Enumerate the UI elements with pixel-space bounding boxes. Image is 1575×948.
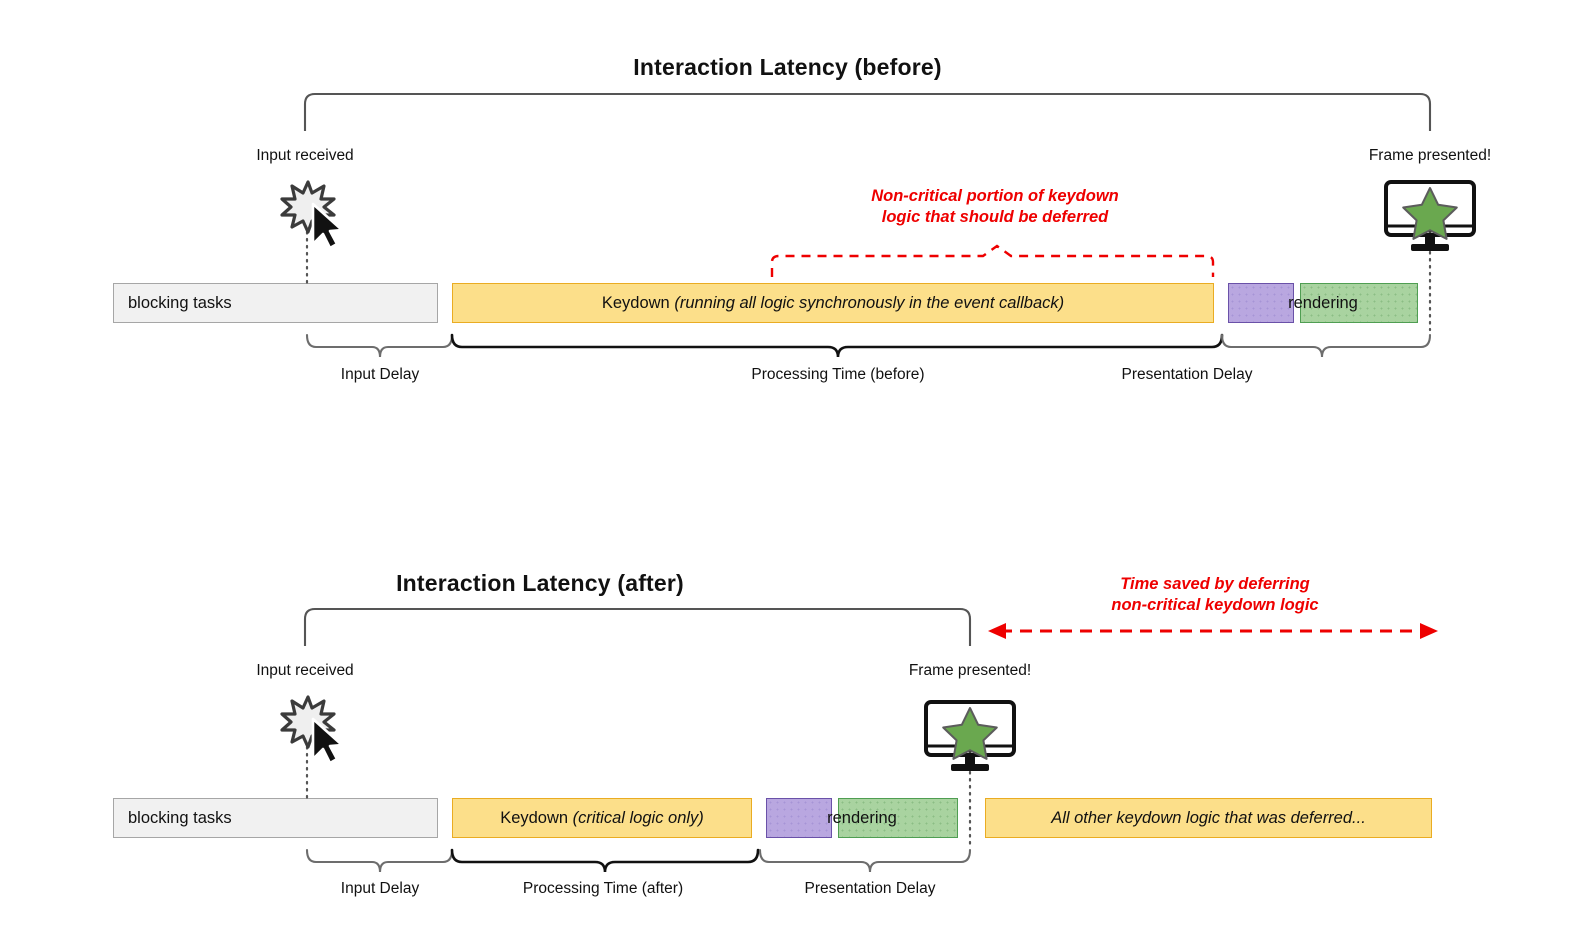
monitor-neck (1425, 237, 1435, 245)
before-bar-keydown-label-italic: (running all logic synchronously in the … (674, 293, 1065, 312)
before-frame-presented-label: Frame presented! (1368, 147, 1492, 164)
after-red-annotation-line1: Time saved by deferring (1120, 575, 1310, 593)
after-phase-presentation-delay-label: Presentation Delay (804, 880, 936, 897)
after-bar-rendering[interactable] (838, 798, 958, 838)
before-section-title: Interaction Latency (before) (633, 54, 942, 80)
before-noncritical-bracket (770, 244, 1215, 277)
monitor-led (967, 748, 973, 753)
before-bar-pre-render[interactable] (1228, 283, 1294, 323)
before-input-received-label: Input received (256, 147, 354, 164)
monitor-frame-icon (1384, 180, 1476, 251)
monitor-screen (924, 700, 1016, 757)
after-bar-blocking-tasks-label: blocking tasks (128, 808, 232, 827)
after-bar-blocking-tasks[interactable]: blocking tasks (113, 798, 438, 838)
before-brace-input-delay (305, 333, 454, 358)
after-bar-deferred[interactable]: All other keydown logic that was deferre… (985, 798, 1432, 838)
before-bar-keydown-label-main: Keydown (601, 293, 675, 312)
burst-shape (280, 180, 336, 234)
before-bar-blocking-tasks-label: blocking tasks (128, 293, 232, 312)
before-brace-presentation-delay (1220, 333, 1432, 358)
burst-shape (280, 695, 336, 749)
after-brace-presentation-delay (758, 848, 972, 873)
monitor-screen (1384, 180, 1476, 237)
after-input-received-label: Input received (256, 662, 354, 679)
after-red-annotation: Time saved by deferring non-critical key… (1000, 574, 1430, 616)
before-red-annotation-line2: logic that should be deferred (881, 208, 1109, 227)
after-time-saved-arrowhead-right (1420, 623, 1438, 639)
after-bar-keydown-label-italic: (critical logic only) (572, 808, 704, 827)
before-bar-keydown-label: Keydown (running all logic synchronously… (453, 294, 1213, 313)
star-icon (942, 707, 998, 760)
after-brace-input-delay (305, 848, 454, 873)
after-bar-pre-render[interactable] (766, 798, 832, 838)
after-red-annotation-line2: non-critical keydown logic (1111, 596, 1319, 615)
monitor-neck (965, 757, 975, 765)
before-overall-brace (303, 92, 1432, 131)
cursor-burst-icon (280, 695, 344, 765)
mouse-pointer-shape (311, 717, 344, 765)
after-frame-presented-label: Frame presented! (908, 662, 1032, 679)
before-bar-keydown[interactable]: Keydown (running all logic synchronously… (452, 283, 1214, 323)
monitor-base (1411, 244, 1449, 251)
after-phase-input-delay-label: Input Delay (340, 880, 420, 897)
after-bar-deferred-label: All other keydown logic that was deferre… (986, 809, 1431, 828)
cursor-burst-icon (280, 180, 344, 250)
after-time-saved-arrowhead-left (988, 623, 1006, 639)
before-bar-blocking-tasks[interactable]: blocking tasks (113, 283, 438, 323)
monitor-base (951, 764, 989, 771)
monitor-frame-icon (924, 700, 1016, 771)
after-bar-keydown[interactable]: Keydown (critical logic only) (452, 798, 752, 838)
monitor-led (1427, 228, 1433, 233)
after-phase-processing-time-label: Processing Time (after) (522, 880, 684, 897)
after-brace-processing-time (450, 848, 760, 873)
after-overall-brace (303, 607, 972, 646)
before-red-annotation: Non-critical portion of keydown logic th… (770, 186, 1220, 228)
after-bar-rendering-label: rendering (827, 808, 897, 827)
after-bar-keydown-label-main: Keydown (500, 808, 573, 827)
before-red-annotation-line1: Non-critical portion of keydown (871, 187, 1119, 205)
before-bar-rendering-label: rendering (1288, 293, 1358, 312)
after-bar-keydown-label: Keydown (critical logic only) (453, 809, 751, 828)
mouse-pointer-shape (311, 202, 344, 250)
before-phase-presentation-delay-label: Presentation Delay (1121, 366, 1253, 383)
before-bar-rendering[interactable] (1300, 283, 1418, 323)
after-section-title: Interaction Latency (after) (396, 570, 684, 596)
after-bar-deferred-label-italic: All other keydown logic that was deferre… (1051, 808, 1366, 827)
star-icon (1402, 187, 1458, 240)
before-phase-processing-time-label: Processing Time (before) (751, 366, 925, 383)
before-phase-input-delay-label: Input Delay (340, 366, 420, 383)
before-brace-processing-time (450, 333, 1224, 358)
